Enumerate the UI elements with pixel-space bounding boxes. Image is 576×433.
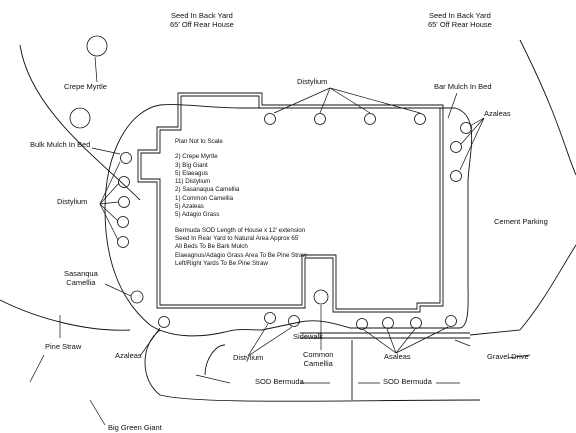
crepe-myrtle-plant xyxy=(69,107,91,129)
distylium-plant xyxy=(264,312,276,324)
bed-front-curve xyxy=(204,344,226,376)
plant-list-item: 3) Big Giant xyxy=(175,161,208,169)
distylium-plant xyxy=(118,196,130,208)
leader-line xyxy=(395,326,449,354)
sasanqua-camellia-label: Sasanqua Camellia xyxy=(64,269,98,287)
azalea-plant xyxy=(450,170,462,182)
leader-line xyxy=(247,326,293,357)
distylium-left-label: Distylium xyxy=(57,197,88,206)
distylium-plant xyxy=(314,113,326,125)
distylium-plant xyxy=(288,315,300,327)
instruction-item: Seed In Rear Yard to Natural Area Approx… xyxy=(175,234,300,242)
plant-list-item: 5) Adagio Grass xyxy=(175,211,220,219)
leader-line xyxy=(447,92,458,119)
back-yard-arc-right xyxy=(519,39,576,176)
right-yard-curve xyxy=(469,244,576,336)
leader-line xyxy=(99,203,119,241)
leader-line xyxy=(139,327,161,357)
front-bed-curve xyxy=(144,329,481,402)
leader-line xyxy=(395,328,416,354)
sod-bermuda-left-label: SOD Bermuda xyxy=(255,377,304,386)
plant-list-item: 5) Elaeagus xyxy=(175,169,209,177)
house-outline-outer xyxy=(137,92,444,313)
sidewalk-label: Sidewalk xyxy=(293,332,324,341)
plan-notes: Plan Not to Scale 2) Crepe Myrtle 3) Big… xyxy=(175,138,307,268)
distylium-plant xyxy=(264,113,276,125)
leader-line xyxy=(454,339,471,347)
crepe-myrtle-label: Crepe Myrtle xyxy=(64,82,107,91)
leader-line xyxy=(99,161,121,205)
leader-line xyxy=(319,87,331,114)
sod-bermuda-right-label: SOD Bermuda xyxy=(383,377,432,386)
azaleas-right-label: Azaleas xyxy=(484,109,511,118)
azaleas-bottom-left-label: Azaleas xyxy=(115,351,142,360)
plant-list-item: 2) Sasanaqua Camellia xyxy=(175,186,240,194)
azalea-plant xyxy=(450,141,462,153)
cement-parking-label: Cement Parking xyxy=(494,217,548,226)
leader-line xyxy=(99,182,120,205)
instruction-list: Bermuda SOD Length of House x 12' extens… xyxy=(175,227,307,268)
distylium-top-label: Distylium xyxy=(297,77,328,86)
distylium-bottom-label: Distylium xyxy=(233,353,264,362)
leader-line xyxy=(29,354,45,383)
leader-line xyxy=(94,56,98,83)
seed-back-yard-right-label: Seed In Back Yard 65' Off Rear House xyxy=(428,11,492,29)
asaleas-bottom-label: Asaleas xyxy=(384,352,411,361)
leader-line xyxy=(363,329,397,354)
leader-line xyxy=(99,201,119,205)
plant-list-item: 11) Distylium xyxy=(175,178,211,186)
plant-list: 2) Crepe Myrtle 3) Big Giant 5) Elaeagus… xyxy=(175,153,307,219)
plant-list-item: 5) Azaleas xyxy=(175,203,204,211)
distylium-plant xyxy=(118,176,130,188)
gravel-drive-label: Gravel Drive xyxy=(487,352,529,361)
pine-straw-label: Pine Straw xyxy=(45,342,82,351)
big-green-giant-label: Big Green Giant xyxy=(108,423,162,432)
distylium-plant xyxy=(364,113,376,125)
azalea-plant xyxy=(410,317,422,329)
leader-line xyxy=(99,203,119,222)
leader-line xyxy=(460,117,485,145)
instruction-item: Elaeagnus/Adagio Grass Area To Be Pine S… xyxy=(175,251,307,259)
azalea-plant xyxy=(356,318,368,330)
leader-line xyxy=(89,399,106,426)
leader-line xyxy=(247,323,269,357)
instruction-item: All Beds To Be Bark Mulch xyxy=(175,243,248,251)
leader-line xyxy=(469,117,485,127)
house-outline-inner xyxy=(140,95,441,310)
camellia-plant xyxy=(130,290,144,304)
azalea-plant xyxy=(158,316,170,328)
leader-line xyxy=(91,147,121,155)
instruction-item: Bermuda SOD Length of House x 12' extens… xyxy=(175,226,306,234)
crepe-myrtle-plant xyxy=(86,35,108,57)
distylium-plant xyxy=(414,113,426,125)
leader-line xyxy=(507,354,531,359)
seed-back-yard-left-label: Seed In Back Yard 65' Off Rear House xyxy=(170,11,234,29)
camellia-plant xyxy=(313,289,329,305)
leader-line xyxy=(195,374,231,384)
back-yard-arc-left xyxy=(19,44,141,201)
plant-list-item: 1) Common Camellia xyxy=(175,194,234,202)
leader-line xyxy=(104,283,132,297)
azalea-plant xyxy=(445,315,457,327)
plant-list-item: 2) Crepe Myrtle xyxy=(175,153,218,161)
bed-outline xyxy=(104,104,473,337)
azalea-plant xyxy=(460,122,472,134)
leader-line xyxy=(329,87,371,114)
distylium-plant xyxy=(117,236,129,248)
leader-line xyxy=(329,87,421,114)
bulk-mulch-label: Bulk Mulch In Bed xyxy=(30,140,91,149)
leader-line xyxy=(386,328,397,354)
common-camellia-label: Common Camellia xyxy=(303,350,334,368)
azalea-plant xyxy=(382,317,394,329)
leader-line xyxy=(273,87,331,114)
bar-mulch-label: Bar Mulch In Bed xyxy=(434,82,492,91)
distylium-plant xyxy=(120,152,132,164)
leader-line xyxy=(459,117,485,171)
front-yard-left-curve xyxy=(0,299,131,331)
distylium-plant xyxy=(117,216,129,228)
notes-title: Plan Not to Scale xyxy=(175,138,223,145)
instruction-item: Left/Right Yards To Be Pine Straw xyxy=(175,259,268,267)
